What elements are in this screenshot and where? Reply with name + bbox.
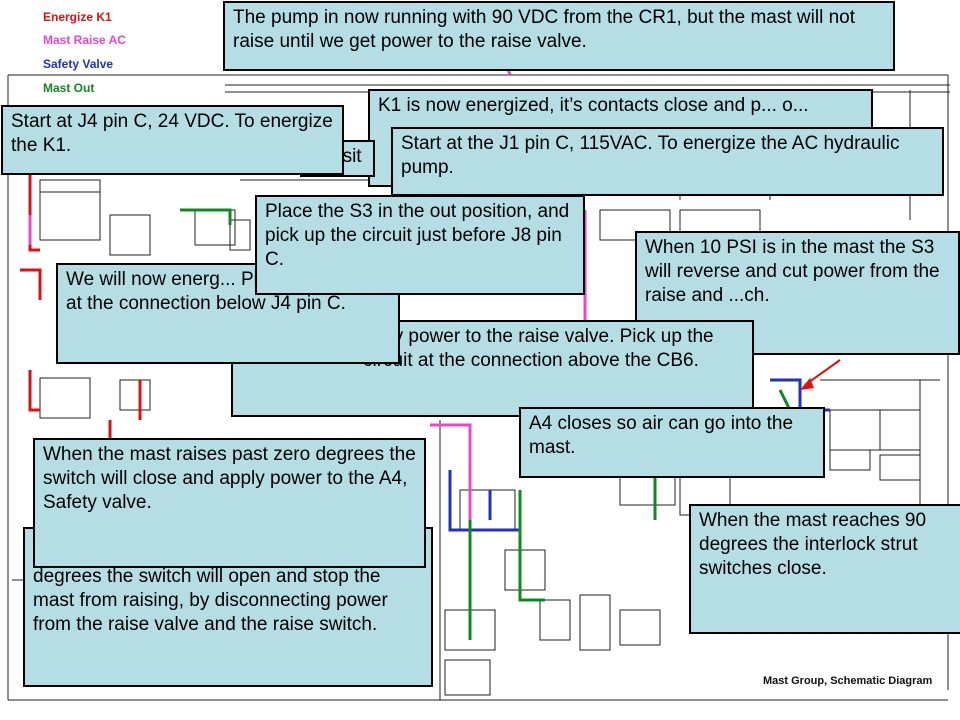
legend-safety-valve: Safety Valve [43, 57, 114, 71]
callout-mast-90-interlock: When the mast reaches 90 degrees the int… [689, 504, 960, 634]
callout-mast-past-zero: When the mast raises past zero degrees t… [33, 438, 426, 568]
callout-a4-closes: A4 closes so air can go into the mast. [519, 407, 825, 478]
diagram-caption: Mast Group, Schematic Diagram [763, 675, 933, 687]
callout-start-j1: Start at the J1 pin C, 115VAC. To energi… [391, 127, 944, 196]
callout-pump-running: The pump in now running with 90 VDC from… [223, 1, 895, 71]
callout-start-j4: Start at J4 pin C, 24 VDC. To energize t… [1, 105, 344, 175]
callout-place-s3: Place the S3 in the out position, and pi… [255, 195, 585, 295]
legend-mast-raise-ac: Mast Raise AC [43, 33, 126, 47]
legend-mast-out: Mast Out [43, 81, 95, 95]
legend-energize-k1: Energize K1 [43, 10, 112, 24]
